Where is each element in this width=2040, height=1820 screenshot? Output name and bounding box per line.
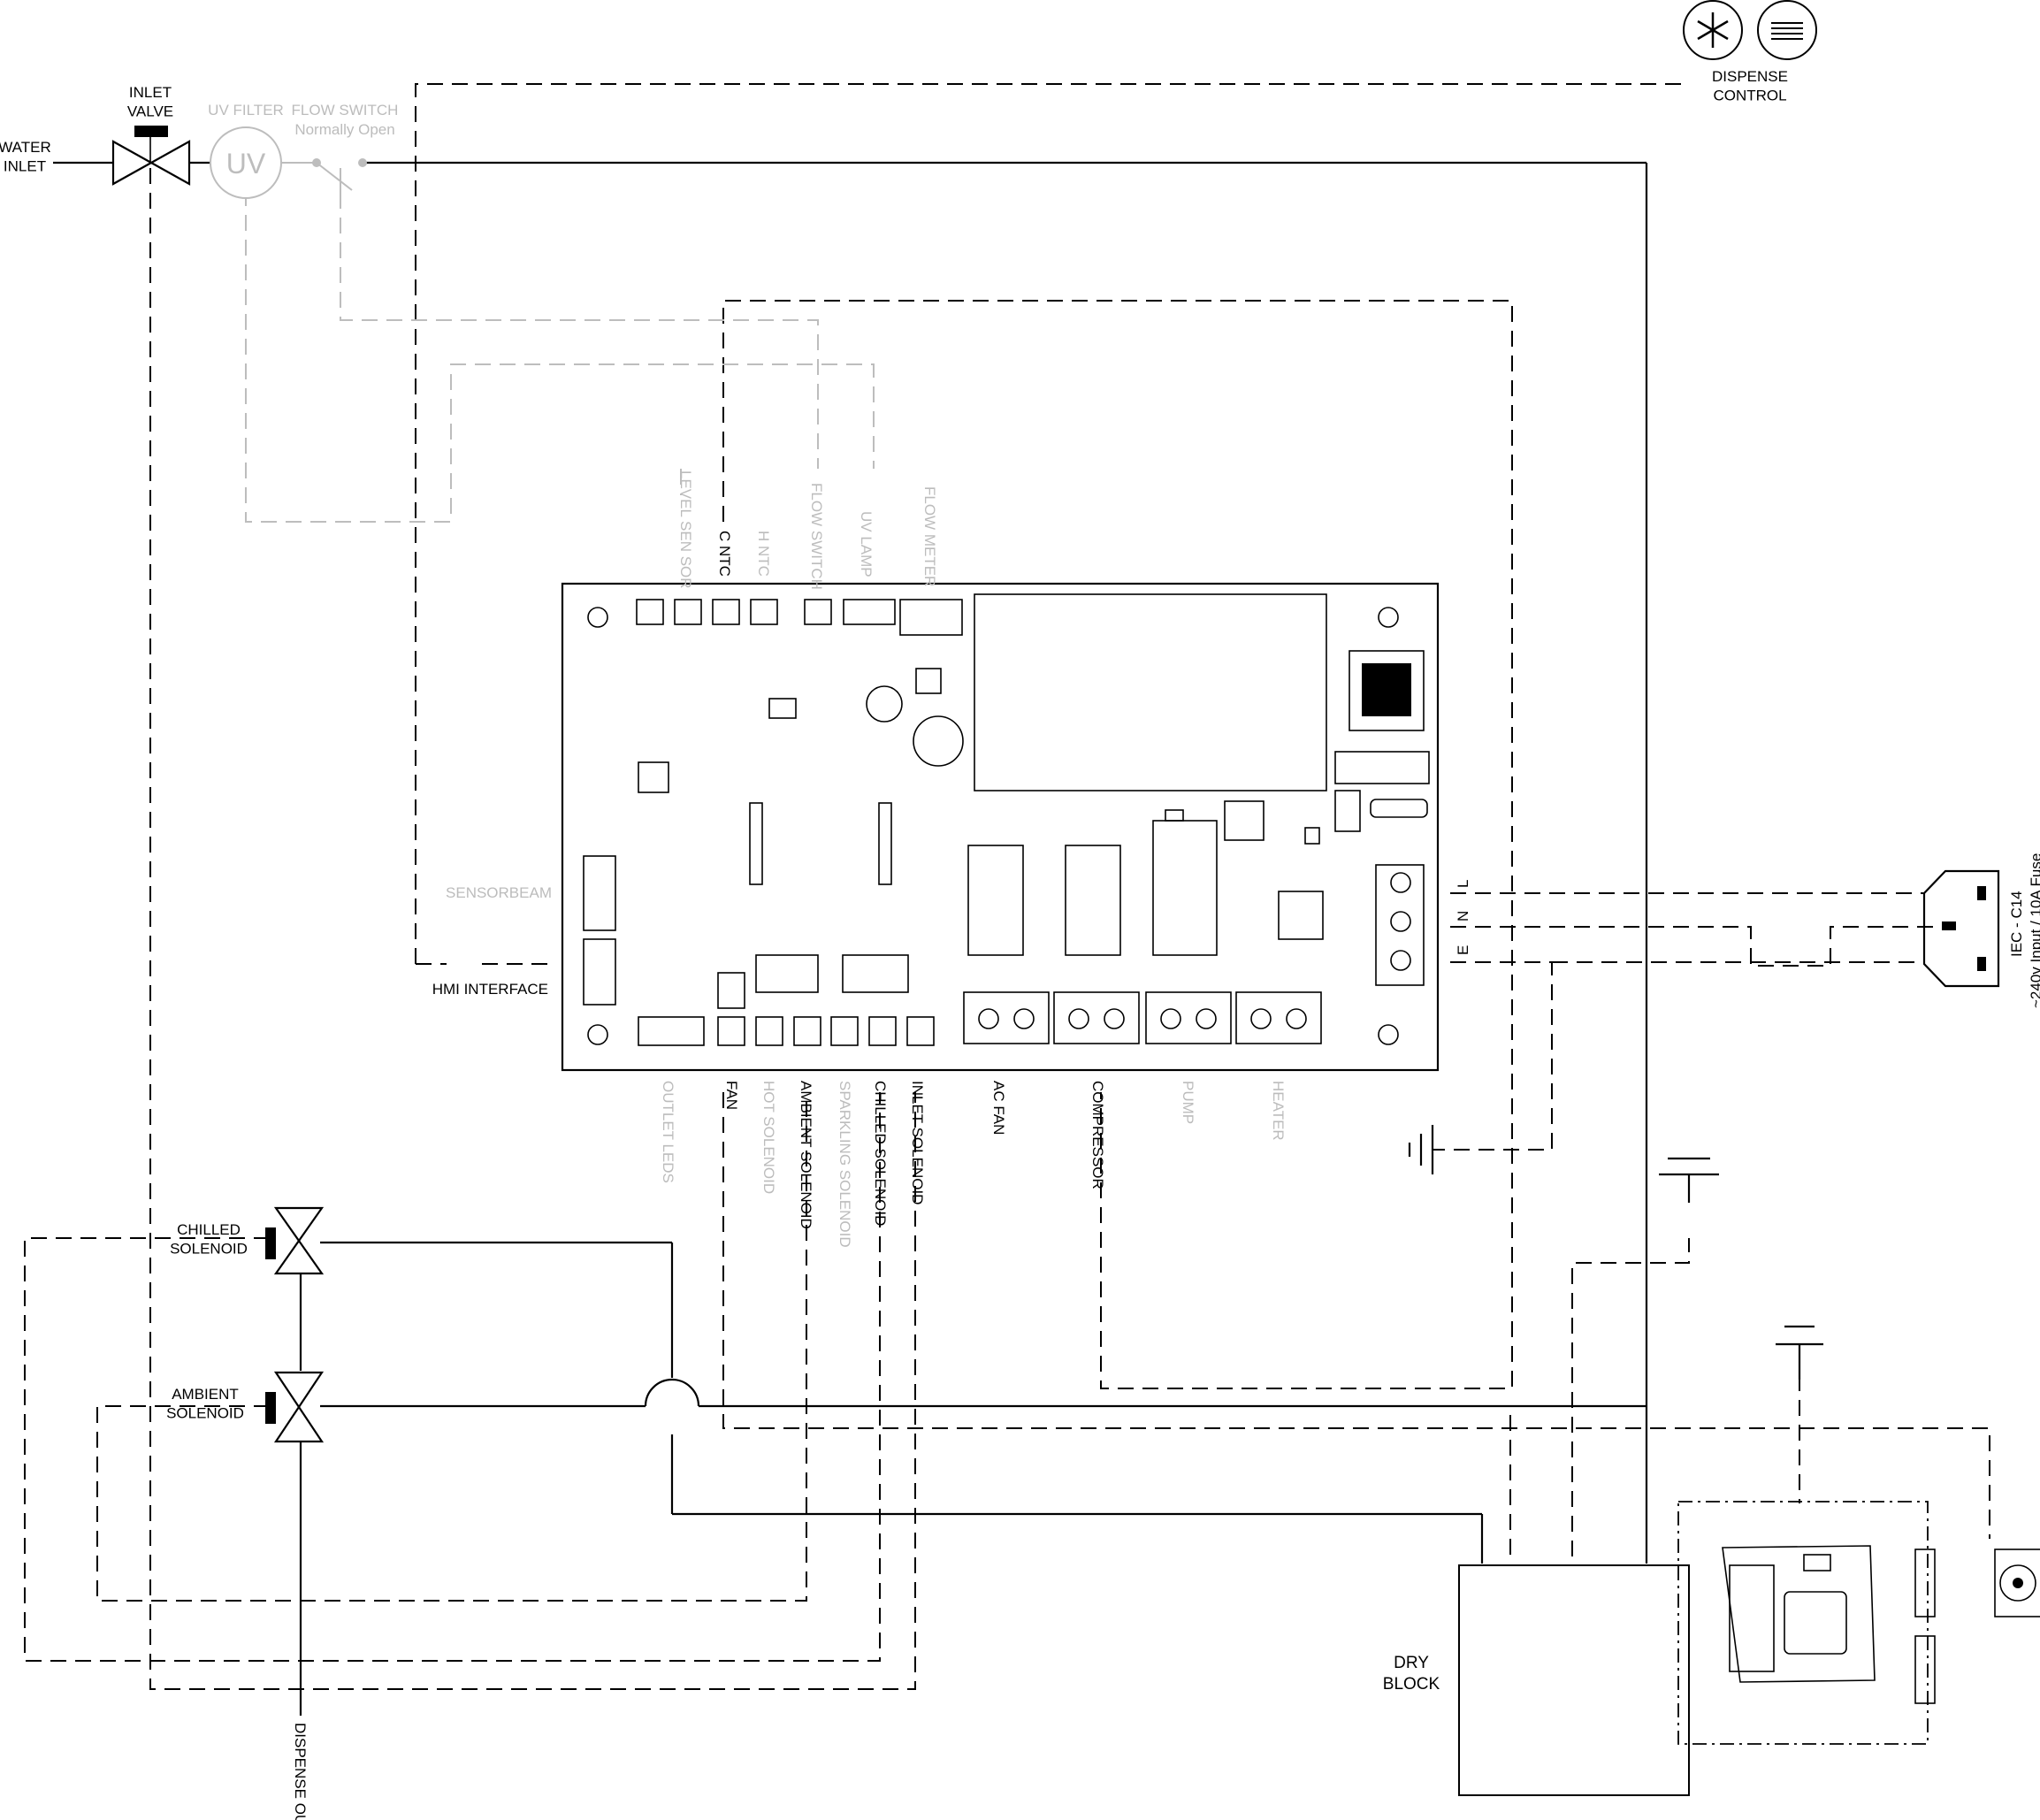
dispense-out-text: DISPENSE OUT: [292, 1723, 309, 1820]
display-window: [974, 593, 1327, 791]
connector-label: LEVEL SEN SOR: [677, 470, 694, 589]
power-connector: [1349, 650, 1425, 731]
connector-label: SPARKLING SOLENOID: [837, 1081, 853, 1248]
connector-label: CHILLED SOLENOID: [872, 1081, 889, 1226]
relay-icon: [1914, 1635, 1936, 1704]
iec-c14-inlet: IEC - C14 ~240v Input / 10A Fuse: [1922, 853, 2040, 1008]
top-connector-labels: LEVEL SEN SOR C NTC H NTC FLOW SWITCH UV…: [677, 470, 938, 590]
ic-chip: [842, 954, 909, 993]
ambient-lines-icon: [1757, 0, 1817, 60]
connector-label: FLOW SWITCH: [808, 483, 825, 590]
fan-icon: [1994, 1549, 2040, 1617]
power-pins: L E N: [1455, 880, 1471, 955]
ic-chip: [638, 761, 669, 793]
connector-label: HOT SOLENOID: [760, 1081, 777, 1194]
flow-switch-text: FLOW SWITCH: [292, 102, 399, 119]
earth-symbols: [1408, 1125, 1823, 1380]
connector-label: AC FAN: [990, 1081, 1007, 1135]
water-pipework: [53, 161, 1648, 1716]
uv-filter: UV FILTER UV: [208, 102, 284, 199]
connector-label: FLOW METER: [921, 486, 938, 586]
dispense-out: DISPENSE OUT: [292, 1723, 309, 1820]
uv-symbol: UV: [226, 148, 266, 180]
connector-label: OUTLET LEDS: [660, 1081, 676, 1183]
mains-terminal: [1375, 864, 1425, 986]
relay: [1152, 820, 1218, 956]
top-headers: [636, 599, 963, 636]
connector-label: COMPRESSOR: [1089, 1081, 1106, 1189]
pin-label: N: [1455, 911, 1471, 921]
connector-label: AMBIENT SOLENOID: [798, 1081, 814, 1229]
connector-label: PUMP: [1180, 1081, 1196, 1124]
pin-label: E: [1455, 945, 1471, 955]
iec-label: IEC - C14: [2008, 891, 2025, 957]
flow-switch: FLOW SWITCH Normally Open: [292, 102, 399, 199]
triac: [1278, 891, 1324, 940]
connector-label: SENSORBEAM: [446, 884, 552, 901]
connector-label: FAN: [723, 1081, 740, 1110]
compressor-assembly: [1677, 1501, 2040, 1745]
capacitor: [866, 685, 903, 723]
ic-chip: [1224, 800, 1264, 841]
control-board: [561, 582, 1440, 1072]
uv-filter-text: UV FILTER: [208, 102, 284, 119]
ic-chip: [755, 954, 819, 993]
connector-label: C NTC: [716, 531, 733, 577]
compressor-icon: [1722, 1545, 1876, 1683]
control-wiring: [24, 83, 1990, 1690]
relay: [1065, 845, 1121, 956]
ambient-lines-glyph: [1771, 22, 1803, 40]
capacitor-icon: [1914, 1549, 1936, 1617]
bottom-connector-labels: OUTLET LEDS FAN HOT SOLENOID AMBIENT SOL…: [660, 1081, 1287, 1248]
iec-rating: ~240v Input / 10A Fuse: [2028, 853, 2040, 1008]
connector-label: INLET SOLENOID: [909, 1081, 926, 1204]
bottom-headers: [638, 972, 935, 1046]
connector-label: HEATER: [1270, 1081, 1287, 1141]
connector-label: H NTC: [755, 531, 772, 577]
terminal-blocks: [963, 991, 1322, 1044]
snowflake-glyph: [1697, 12, 1729, 48]
hmi-connector: [583, 938, 616, 1006]
side-connector-labels: SENSORBEAM HMI INTERFACE: [432, 884, 552, 998]
connector-label: HMI INTERFACE: [432, 981, 548, 998]
relay: [967, 845, 1024, 956]
connector-label: UV LAMP: [858, 511, 875, 577]
flow-switch-state: Normally Open: [294, 121, 394, 138]
inductor: [913, 715, 964, 767]
sensorbeam-connector: [583, 855, 616, 931]
pin-label: L: [1455, 880, 1471, 888]
